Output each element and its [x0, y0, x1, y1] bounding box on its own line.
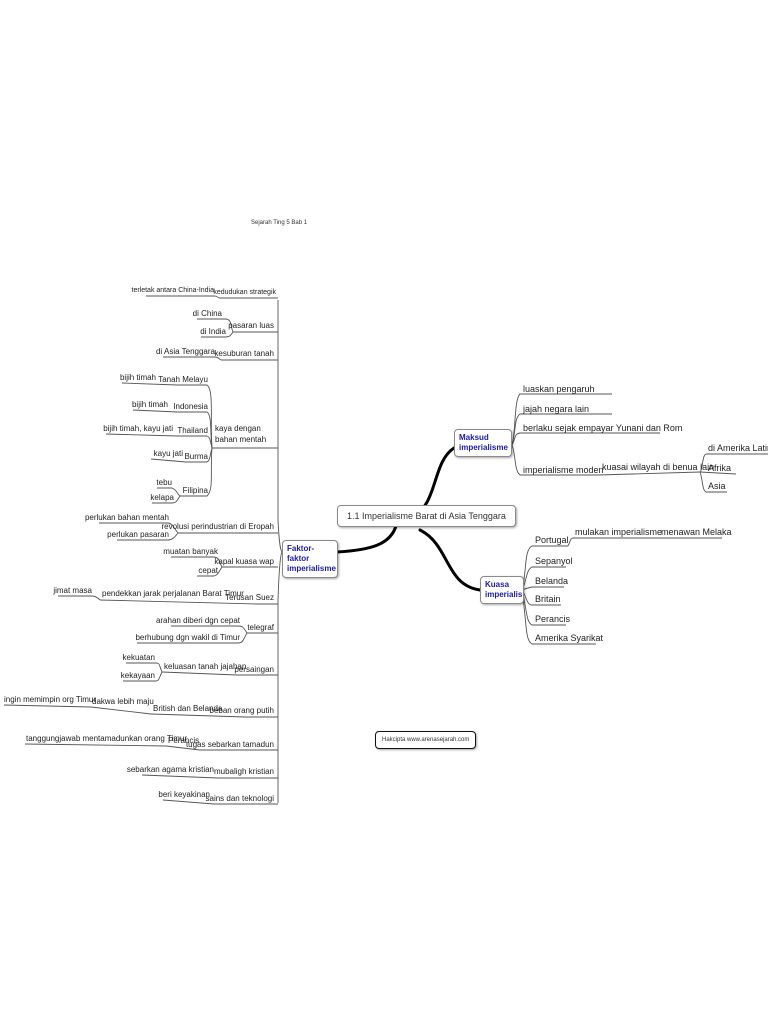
maksud-item[interactable]: luaskan pengaruh — [523, 384, 595, 394]
topic-faktor-imperialisme[interactable]: Faktor-faktor imperialisme — [282, 540, 338, 578]
central-topic-label: 1.1 Imperialisme Barat di Asia Tenggara — [347, 511, 506, 521]
topic-maksud-label: Maksud imperialisme — [459, 433, 508, 452]
copyright-text: Hakcipta www.arenasejarah.com — [382, 737, 470, 743]
pasaran-child[interactable]: di China — [192, 309, 222, 318]
kaya-country[interactable]: Indonesia — [173, 402, 208, 411]
topic-maksud-imperialisme[interactable]: Maksud imperialisme — [454, 429, 512, 457]
maksud-moden-child[interactable]: kuasai wilayah di benua lain — [602, 462, 715, 472]
beban-great-grandchild[interactable]: ingin memimpin org Timur — [4, 695, 97, 704]
copyright-box: Hakcipta www.arenasejarah.com — [375, 731, 477, 749]
kaya-country[interactable]: Burma — [184, 452, 208, 461]
kuasa-item[interactable]: Belanda — [535, 576, 569, 586]
tugas-child[interactable]: Perancis — [168, 736, 200, 745]
revolusi-child[interactable]: perlukan bahan mentah — [84, 513, 169, 522]
suez-child[interactable]: pendekkan jarak perjalanan Barat Timur — [102, 589, 244, 598]
mubaligh-child[interactable]: sebarkan agama kristian — [126, 765, 214, 774]
topic-kuasa-label: Kuasa imperialis — [485, 580, 523, 599]
kaya-country[interactable]: Tanah Melayu — [158, 375, 208, 384]
central-topic[interactable]: 1.1 Imperialisme Barat di Asia Tenggara — [337, 505, 516, 527]
telegraf-child[interactable]: arahan diberi dgn cepat — [155, 616, 240, 625]
faktor-kapal[interactable]: kapal kuasa wap — [214, 557, 274, 566]
page-header: Sejarah Ting 5 Bab 1 — [251, 220, 308, 226]
kaya-country[interactable]: Filipina — [182, 486, 208, 495]
kaya-resource[interactable]: tebu — [156, 478, 172, 487]
faktor-persaingan[interactable]: persaingan — [234, 665, 274, 674]
kuasa-item[interactable]: Perancis — [535, 614, 571, 624]
faktor-suez[interactable]: Terusan Suez — [225, 593, 274, 602]
maksud-item[interactable]: imperialisme moden — [523, 465, 604, 475]
kaya-resource[interactable]: kayu jati — [153, 449, 183, 458]
maksud-region[interactable]: di Amerika Latin — [708, 443, 768, 453]
suez-grandchild[interactable]: jimat masa — [53, 586, 92, 595]
kuasa-item[interactable]: Portugal — [535, 535, 569, 545]
beban-grandchild[interactable]: dakwa lebih maju — [92, 697, 154, 706]
kaya-resource[interactable]: kelapa — [150, 493, 174, 502]
faktor-tugas[interactable]: tugas sebarkan tamadun — [185, 740, 274, 749]
beban-child[interactable]: British dan Belanda — [153, 704, 223, 713]
persaingan-grandchild[interactable]: kekayaan — [120, 671, 155, 680]
faktor-kesuburan[interactable]: kesuburan tanah — [214, 349, 274, 358]
faktor-mubaligh[interactable]: mubaligh kristian — [213, 767, 274, 776]
kaya-country[interactable]: Thailand — [177, 426, 208, 435]
pasaran-child[interactable]: di India — [200, 327, 226, 336]
faktor-beban[interactable]: beban orang putih — [209, 706, 275, 715]
kaya-resource[interactable]: bijih timah, kayu jati — [103, 424, 173, 433]
faktor-kedudukan[interactable]: kedudukan strategik — [213, 289, 276, 296]
maksud-item[interactable]: jajah negara lain — [523, 404, 590, 414]
sains-child[interactable]: beri keyakinan — [158, 790, 210, 799]
main-branch-kuasa — [418, 528, 482, 592]
tugas-grandchild[interactable]: tanggungjawab mentamadunkan orang Timur — [26, 734, 187, 743]
kaya-resource[interactable]: bijih timah — [131, 400, 168, 409]
persaingan-child[interactable]: keluasan tanah jajahan — [164, 662, 247, 671]
topic-faktor-label: Faktor-faktor imperialisme — [287, 544, 336, 573]
kuasa-portugal-grandchild[interactable]: menawan Melaka — [661, 527, 732, 537]
topic-kuasa-imperialis[interactable]: Kuasa imperialis — [480, 576, 524, 604]
faktor-sains[interactable]: sains dan teknologi — [205, 794, 275, 803]
kuasa-item[interactable]: Britain — [535, 594, 561, 604]
maksud-region[interactable]: Afrika — [708, 463, 732, 473]
kuasa-portugal-child[interactable]: mulakan imperialisme — [575, 527, 663, 537]
persaingan-grandchild[interactable]: kekuatan — [122, 653, 155, 662]
faktor-telegraf[interactable]: telegraf — [247, 623, 274, 632]
kuasa-item[interactable]: Sepanyol — [535, 556, 573, 566]
kapal-child[interactable]: muatan banyak — [163, 547, 218, 556]
kaya-resource[interactable]: bijih timah — [119, 373, 156, 382]
maksud-item[interactable]: berlaku sejak empayar Yunani dan Rom — [523, 423, 683, 433]
revolusi-child[interactable]: perlukan pasaran — [107, 530, 169, 539]
faktor-revolusi[interactable]: revolusi perindustrian di Eropah — [161, 522, 274, 531]
maksud-region[interactable]: Asia — [708, 481, 726, 491]
main-branch-faktor — [335, 524, 398, 554]
telegraf-child[interactable]: berhubung dgn wakil di Timur — [135, 633, 240, 642]
faktor-kaya[interactable]: kaya dengan bahan mentah — [215, 424, 267, 444]
faktor-pasaran[interactable]: pasaran luas — [228, 321, 274, 330]
kesuburan-child[interactable]: di Asia Tenggara — [155, 347, 215, 356]
kuasa-item[interactable]: Amerika Syarikat — [535, 633, 604, 643]
kapal-child[interactable]: cepat — [198, 566, 218, 575]
kedudukan-child[interactable]: terletak antara China-India — [131, 287, 215, 294]
